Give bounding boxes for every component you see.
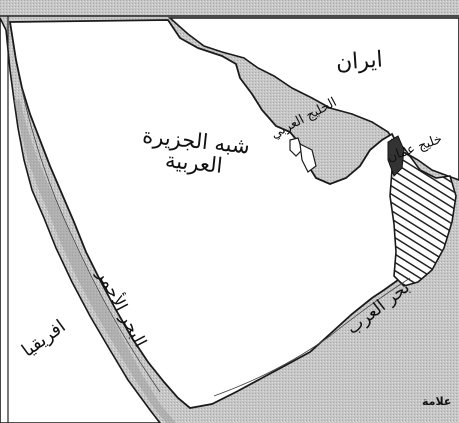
iran-landmass: [167, 17, 459, 181]
label-iran: ايران: [335, 47, 384, 76]
gulf-island: [289, 137, 303, 157]
label-key: علامة: [422, 395, 452, 408]
africa-landmass: [0, 17, 162, 423]
coast-detail: [21, 89, 161, 393]
gulf-peninsula-qatar: [299, 142, 317, 173]
musandam-tip: [387, 135, 405, 177]
coast-detail-south: [213, 277, 411, 397]
oman-hatched-region: [389, 138, 457, 287]
